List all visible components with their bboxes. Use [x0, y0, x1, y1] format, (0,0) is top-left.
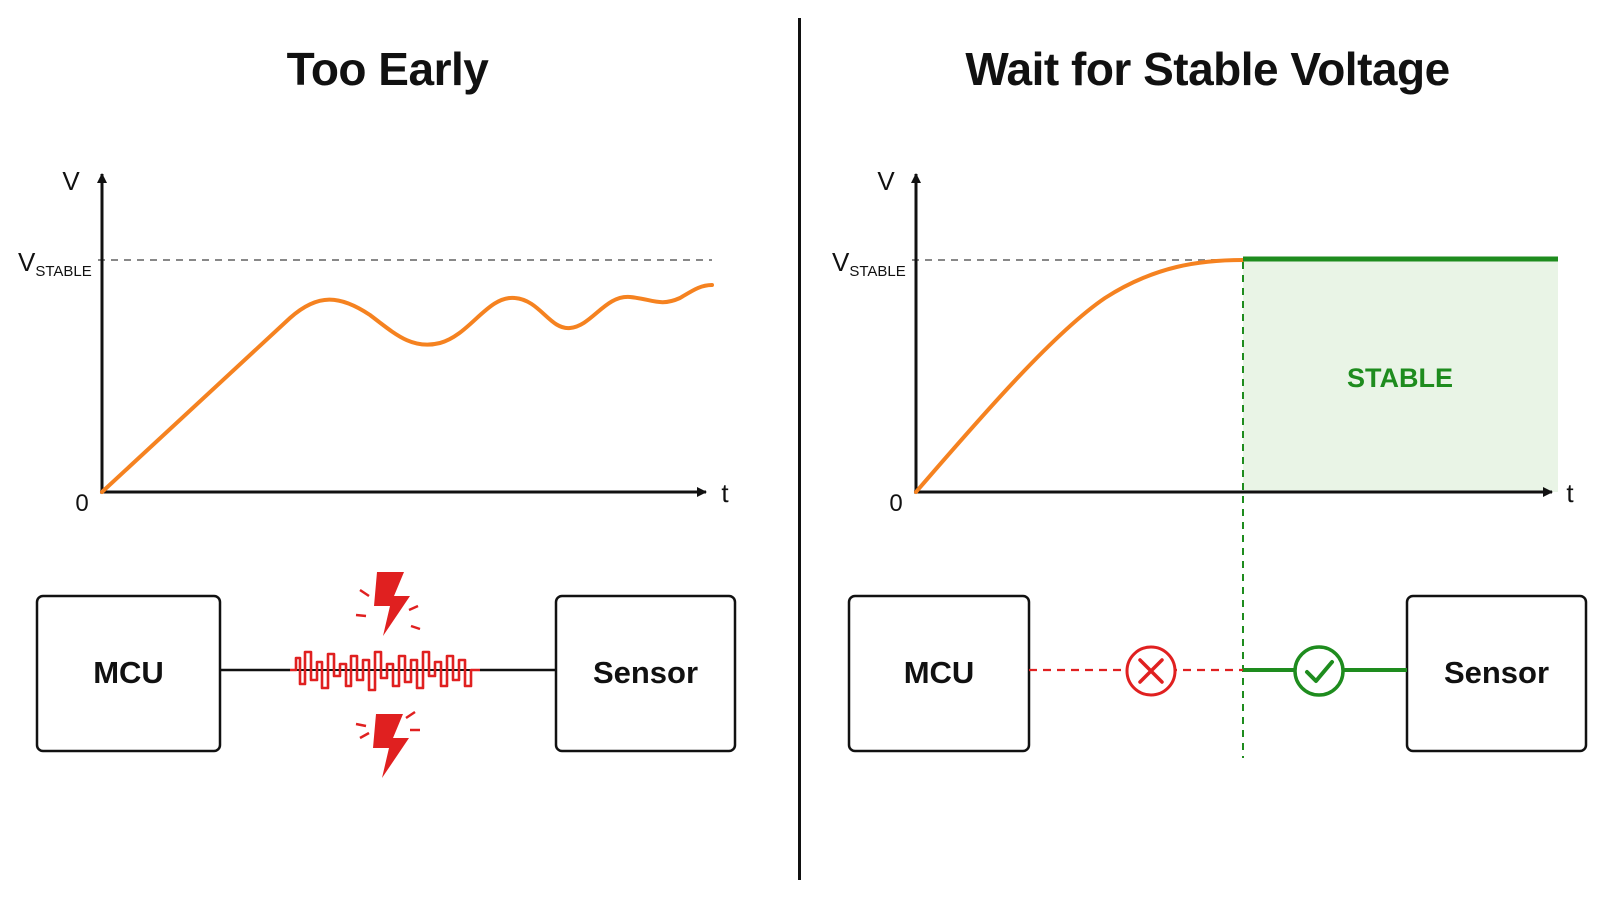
right-panel-title: Wait for Stable Voltage — [965, 43, 1450, 95]
left-reference-label-sub: STABLE — [35, 263, 91, 280]
left-reference-label-main: V — [18, 247, 36, 277]
left-voltage-chart: V t 0 VSTABLE — [18, 166, 729, 517]
right-reference-label-main: V — [832, 247, 850, 277]
left-x-axis-label: t — [721, 478, 729, 508]
right-y-axis-label: V — [877, 166, 895, 196]
right-x-axis-label: t — [1566, 478, 1574, 508]
stable-region — [1243, 260, 1558, 492]
left-voltage-curve — [100, 283, 714, 494]
right-voltage-chart: V t 0 VSTABLE STABLE — [832, 166, 1574, 517]
stable-region-label: STABLE — [1347, 363, 1453, 393]
noise-signal-icon — [290, 650, 480, 692]
left-sensor-label: Sensor — [593, 655, 698, 690]
right-sensor-box: Sensor — [1405, 594, 1588, 753]
left-mcu-label: MCU — [93, 655, 164, 690]
right-reference-label: VSTABLE — [832, 247, 906, 280]
error-x-icon — [1125, 645, 1177, 697]
panel-divider — [798, 18, 801, 880]
left-panel-title: Too Early — [286, 43, 489, 95]
right-voltage-curve — [914, 258, 1245, 494]
left-mcu-box: MCU — [35, 594, 222, 753]
left-origin-label: 0 — [75, 490, 88, 517]
check-icon — [1293, 645, 1345, 697]
right-mcu-box: MCU — [847, 594, 1031, 753]
lightning-bolt-icon — [355, 710, 420, 778]
left-sensor-box: Sensor — [554, 594, 737, 753]
right-origin-label: 0 — [889, 490, 902, 517]
left-reference-label: VSTABLE — [18, 247, 92, 280]
right-sensor-label: Sensor — [1444, 655, 1549, 690]
right-mcu-label: MCU — [904, 655, 975, 690]
left-y-axis-label: V — [62, 166, 80, 196]
right-reference-label-sub: STABLE — [849, 263, 905, 280]
lightning-bolt-icon — [355, 572, 421, 636]
